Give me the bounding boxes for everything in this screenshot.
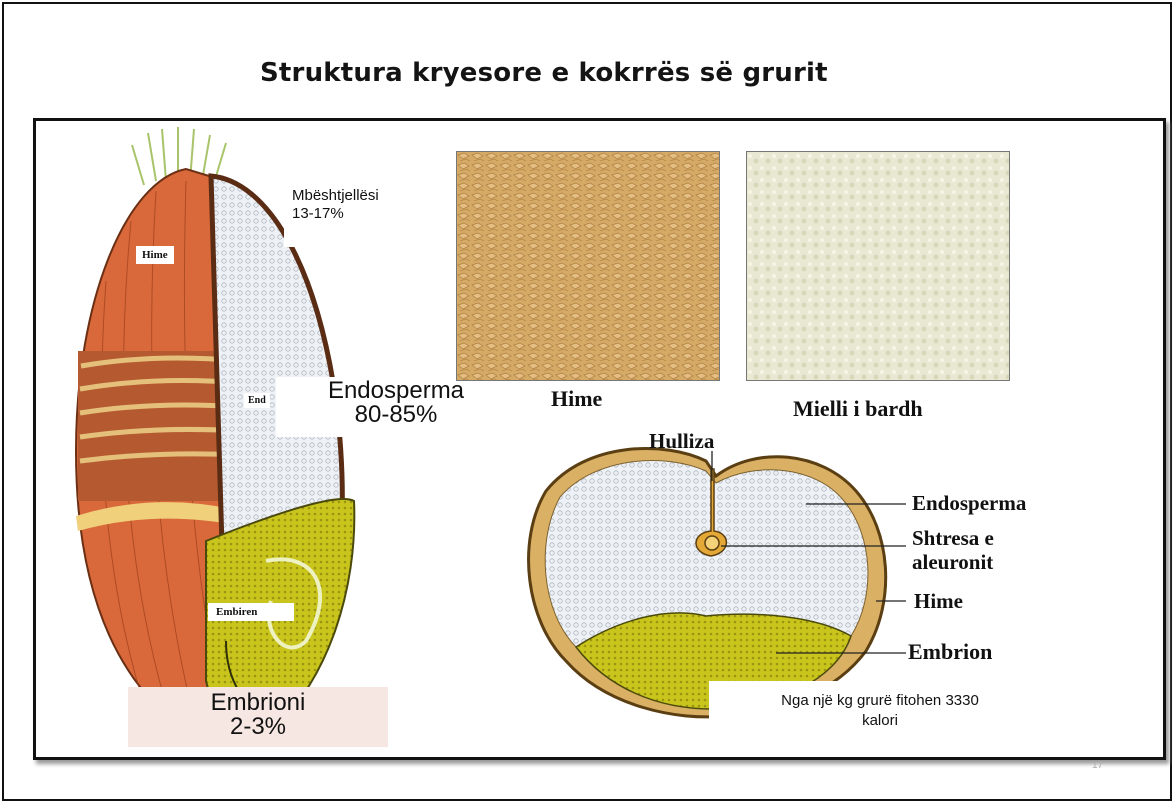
label-endosperm: Endosperma	[912, 491, 1026, 516]
endosperm-callout: Endosperma 80-85%	[276, 377, 516, 437]
label-aleurone: Shtresa e aleuronit	[912, 526, 994, 574]
label-embryo: Embrion	[908, 639, 992, 665]
calorie-note-line1: Nga një kg grurë fitohen 3330	[709, 691, 1051, 711]
content-panel: Hime End Embiren Mbështjellësi 13-17% En…	[33, 118, 1166, 760]
casing-label: Mbështjellësi	[292, 187, 436, 205]
grain-endo-short-label: End	[244, 393, 270, 408]
flour-caption: Mielli i bardh	[793, 396, 923, 422]
calorie-note-line2: kalori	[709, 711, 1051, 731]
embryo-big-label: Embrioni	[128, 691, 388, 715]
page-number: 17	[1092, 760, 1103, 771]
casing-callout: Mbështjellësi 13-17%	[284, 181, 444, 247]
bran-photo	[456, 151, 720, 381]
endosperm-pct: 80-85%	[276, 403, 516, 427]
grain-embryo-label: Embiren	[208, 603, 294, 621]
bran-caption: Hime	[551, 386, 602, 412]
slide-title: Struktura kryesore e kokrrës së grurit	[260, 58, 828, 88]
casing-pct: 13-17%	[292, 205, 436, 223]
label-aleurone-line1: Shtresa e	[912, 526, 994, 550]
label-groove: Hulliza	[649, 429, 714, 454]
embryo-pct: 2-3%	[128, 715, 388, 739]
endosperm-label: Endosperma	[276, 379, 516, 403]
embryo-callout: Embrioni 2-3%	[128, 687, 388, 747]
label-husk: Hime	[914, 589, 963, 614]
calorie-note: Nga një kg grurë fitohen 3330 kalori	[709, 681, 1051, 743]
label-aleurone-line2: aleuronit	[912, 550, 994, 574]
grain-husk-label: Hime	[136, 246, 174, 264]
flour-photo	[746, 151, 1010, 381]
